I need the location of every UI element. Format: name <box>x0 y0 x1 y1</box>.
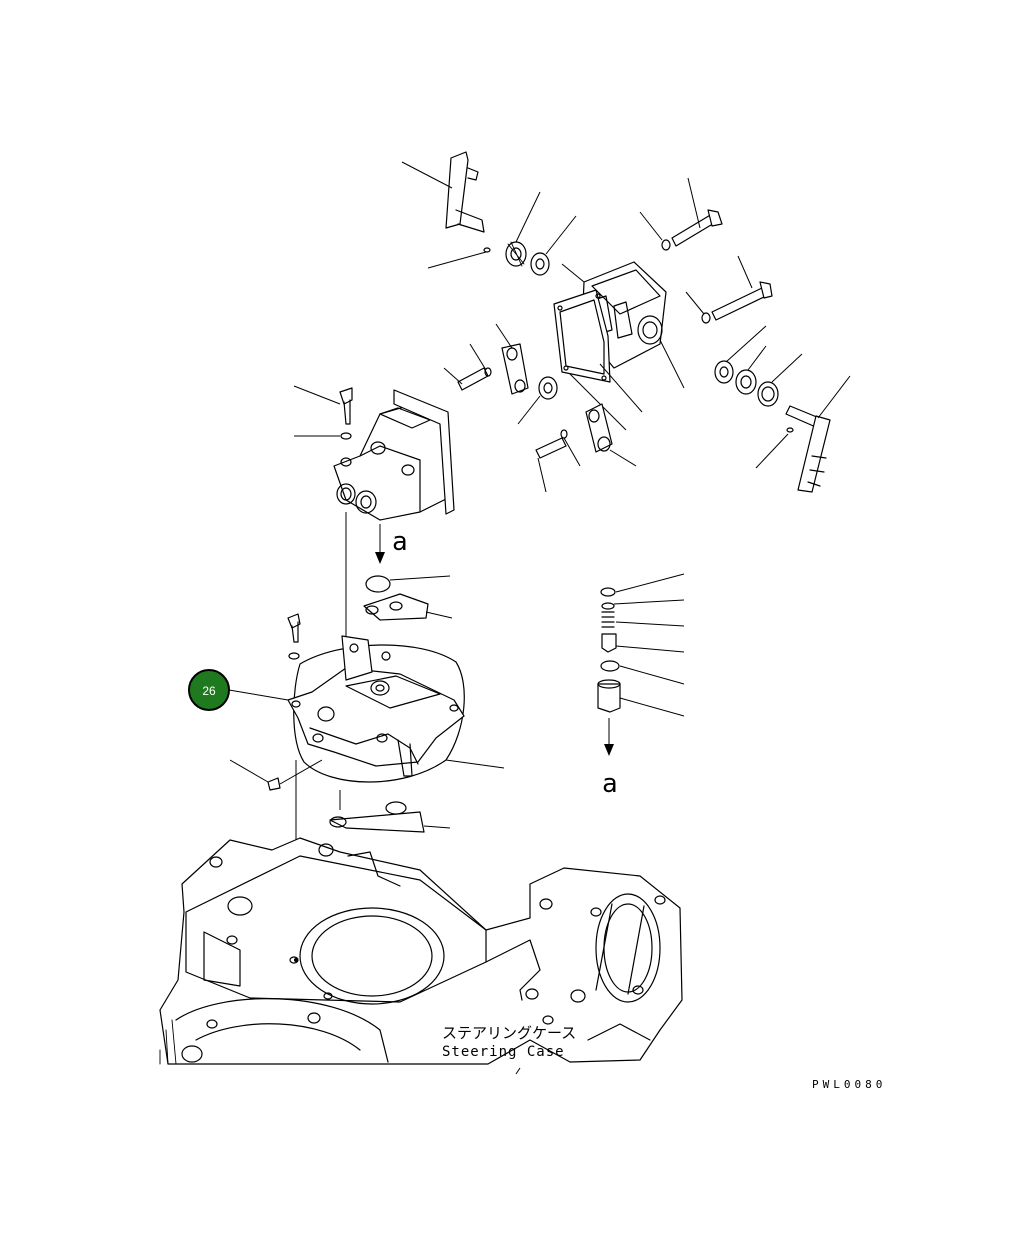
plug-screw <box>267 777 281 791</box>
steering-case-housing <box>159 837 683 1065</box>
drawing-code: PWL0080 <box>812 1078 886 1091</box>
left-lever <box>445 151 485 233</box>
callout-number: 26 <box>202 684 216 698</box>
upper-valve-body <box>333 389 455 521</box>
gasket-upper <box>363 593 429 621</box>
right-lever <box>785 405 831 493</box>
gasket-lower <box>329 811 425 833</box>
relief-valve-stack <box>597 587 621 713</box>
bolt-upper-left <box>457 367 492 391</box>
o-ring-upper <box>365 575 391 593</box>
part-callout-26[interactable]: 26 <box>188 669 230 711</box>
washer-bolt-top <box>661 209 723 251</box>
bushing-1 <box>530 252 550 276</box>
o-ring-lower <box>385 801 407 815</box>
main-valve-body <box>287 635 465 777</box>
case-label-jp: ステアリングケース <box>442 1024 576 1042</box>
case-label-en: Steering Case <box>442 1044 565 1060</box>
link-arm-upper <box>501 343 529 395</box>
bushing-2 <box>538 376 558 400</box>
washer-bolt-right <box>701 281 773 324</box>
bearing-pair-right <box>714 360 779 407</box>
gasket-plate <box>553 289 611 383</box>
bolt-lower <box>535 437 567 459</box>
link-arm-lower <box>585 403 613 453</box>
bolt-top-left <box>339 387 353 425</box>
direction-marker-top: a <box>392 527 408 557</box>
needle-bearing-1 <box>505 241 527 267</box>
bolt-mid-left <box>287 613 301 643</box>
direction-marker-right: a <box>602 769 618 799</box>
